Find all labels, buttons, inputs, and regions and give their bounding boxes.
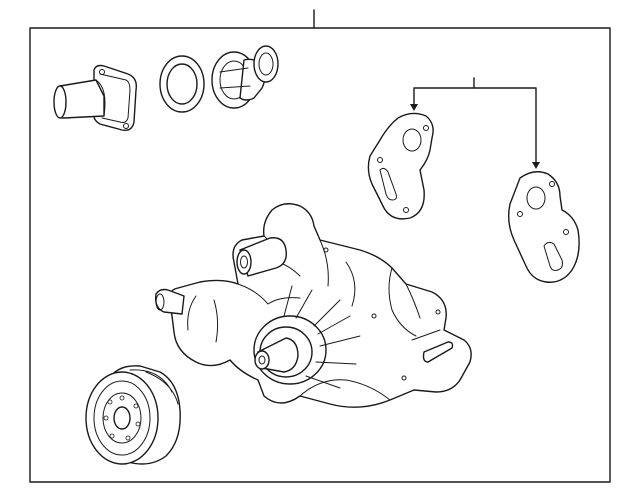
seal-ring <box>159 55 205 113</box>
gasket-lower <box>507 171 580 283</box>
water-outlet-housing <box>53 64 138 132</box>
water-pump <box>154 203 472 408</box>
diagram-frame <box>29 27 611 483</box>
thermostat <box>211 45 279 109</box>
gasket-leader <box>410 77 540 169</box>
pulley <box>85 365 181 465</box>
gasket-upper <box>367 112 434 220</box>
